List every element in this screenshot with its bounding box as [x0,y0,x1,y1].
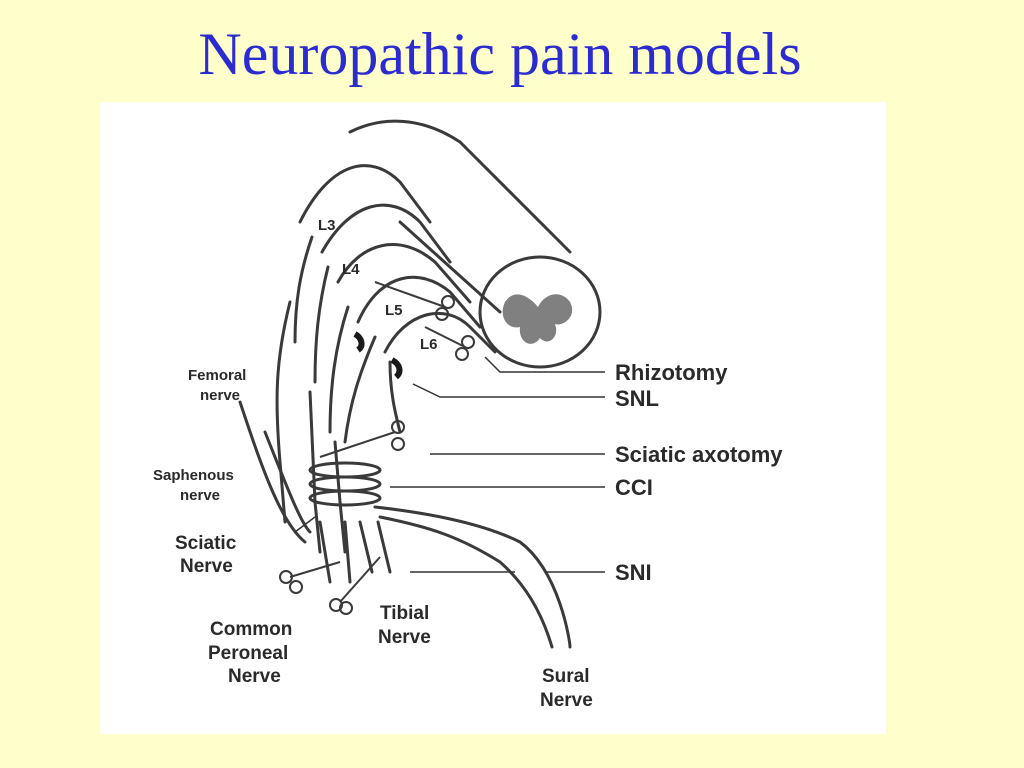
leader-rhizotomy [484,356,605,373]
tibial-label-line1: Tibial [380,603,429,624]
saphenous-label-line2: nerve [180,487,220,504]
sciatic-label-line1: Sciatic [175,533,237,554]
cci-ligatures [308,461,382,507]
femoral-label-line1: Femoral [188,367,246,384]
model-label-rhizotomy: Rhizotomy [615,360,728,385]
root-label-l3: L3 [318,217,336,234]
cord-cross-section [478,255,602,369]
femoral-branch [238,400,307,544]
slide-title: Neuropathic pain models [198,21,802,87]
model-label-snl: SNL [615,386,659,411]
peroneal-label-line2: Peroneal [208,643,288,664]
root-label-l6: L6 [420,336,438,353]
sural-label-line2: Nerve [540,690,593,711]
sural-label-line1: Sural [542,666,590,687]
snl-ligature-l5 [353,331,365,353]
peroneal-label-line3: Nerve [228,666,281,687]
saphenous-label-line1: Saphenous [153,467,234,484]
root-label-l4: L4 [342,261,360,278]
leader-sciatic-nerve [294,516,316,533]
sciatic-branch-common-peroneal [318,520,332,584]
root-label-l5: L5 [385,302,403,319]
leader-snl [412,383,605,398]
diagram-panel: L3 L4 L5 L6 Femoral nerve Saphenous nerv… [100,102,886,734]
scissors-icon [279,281,475,615]
leader-lines [294,356,605,573]
sural-branch [373,505,572,649]
sciatic-branch-tibial [358,520,374,574]
snl-ligature-l6 [390,357,403,380]
model-label-cci: CCI [615,475,653,500]
spinal-root-loops [298,164,497,354]
nerve-diagram: L3 L4 L5 L6 Femoral nerve Saphenous nerv… [153,119,783,711]
peroneal-label-line1: Common [210,619,292,640]
sciatic-label-line2: Nerve [180,556,233,577]
model-label-sciatic-axotomy: Sciatic axotomy [615,442,783,467]
gray-matter-shape [502,294,573,344]
spinal-cord [348,119,602,369]
tibial-label-line2: Nerve [378,627,431,648]
model-label-sni: SNI [615,560,652,585]
femoral-label-line2: nerve [200,387,240,404]
